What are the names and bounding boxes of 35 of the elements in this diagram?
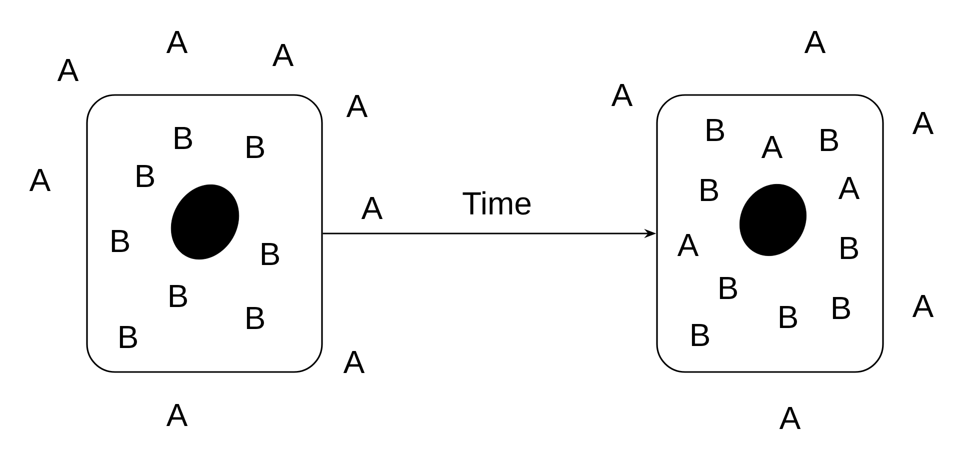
letter-label: A <box>346 95 368 117</box>
letter-label: B <box>136 165 154 187</box>
letter-label: A <box>361 197 383 219</box>
letter-label: A <box>779 407 801 429</box>
letter-label: B <box>706 119 724 141</box>
letter-label: B <box>820 129 838 151</box>
letter-label: A <box>272 44 294 66</box>
letter-label: A <box>166 404 188 426</box>
edge-label: Time <box>461 190 533 216</box>
letter-label: B <box>246 136 264 158</box>
letter-label: A <box>57 59 79 81</box>
nucleus <box>170 184 240 260</box>
nucleus <box>740 184 806 256</box>
letter-label: A <box>804 31 826 53</box>
letter-label: B <box>262 243 279 265</box>
letter-label: B <box>692 324 709 346</box>
letter-label: A <box>912 295 934 317</box>
letter-label: A <box>838 177 860 199</box>
letter-label: B <box>832 297 850 319</box>
letter-label: A <box>29 169 51 191</box>
letter-label: A <box>166 31 188 53</box>
letter-label: A <box>912 112 934 134</box>
letter-label: A <box>343 351 365 373</box>
letter-label: A <box>761 136 783 158</box>
letter-label: B <box>112 230 129 252</box>
letter-label: B <box>840 237 858 259</box>
letter-label: B <box>780 306 797 328</box>
letter-label: A <box>611 84 633 106</box>
letter-label: B <box>246 307 264 329</box>
letter-label: B <box>120 326 137 348</box>
letter-label: B <box>700 179 718 201</box>
letter-label: B <box>174 127 192 149</box>
letter-label: B <box>170 285 187 307</box>
letter-label: A <box>677 234 699 256</box>
letter-label: B <box>720 277 737 299</box>
